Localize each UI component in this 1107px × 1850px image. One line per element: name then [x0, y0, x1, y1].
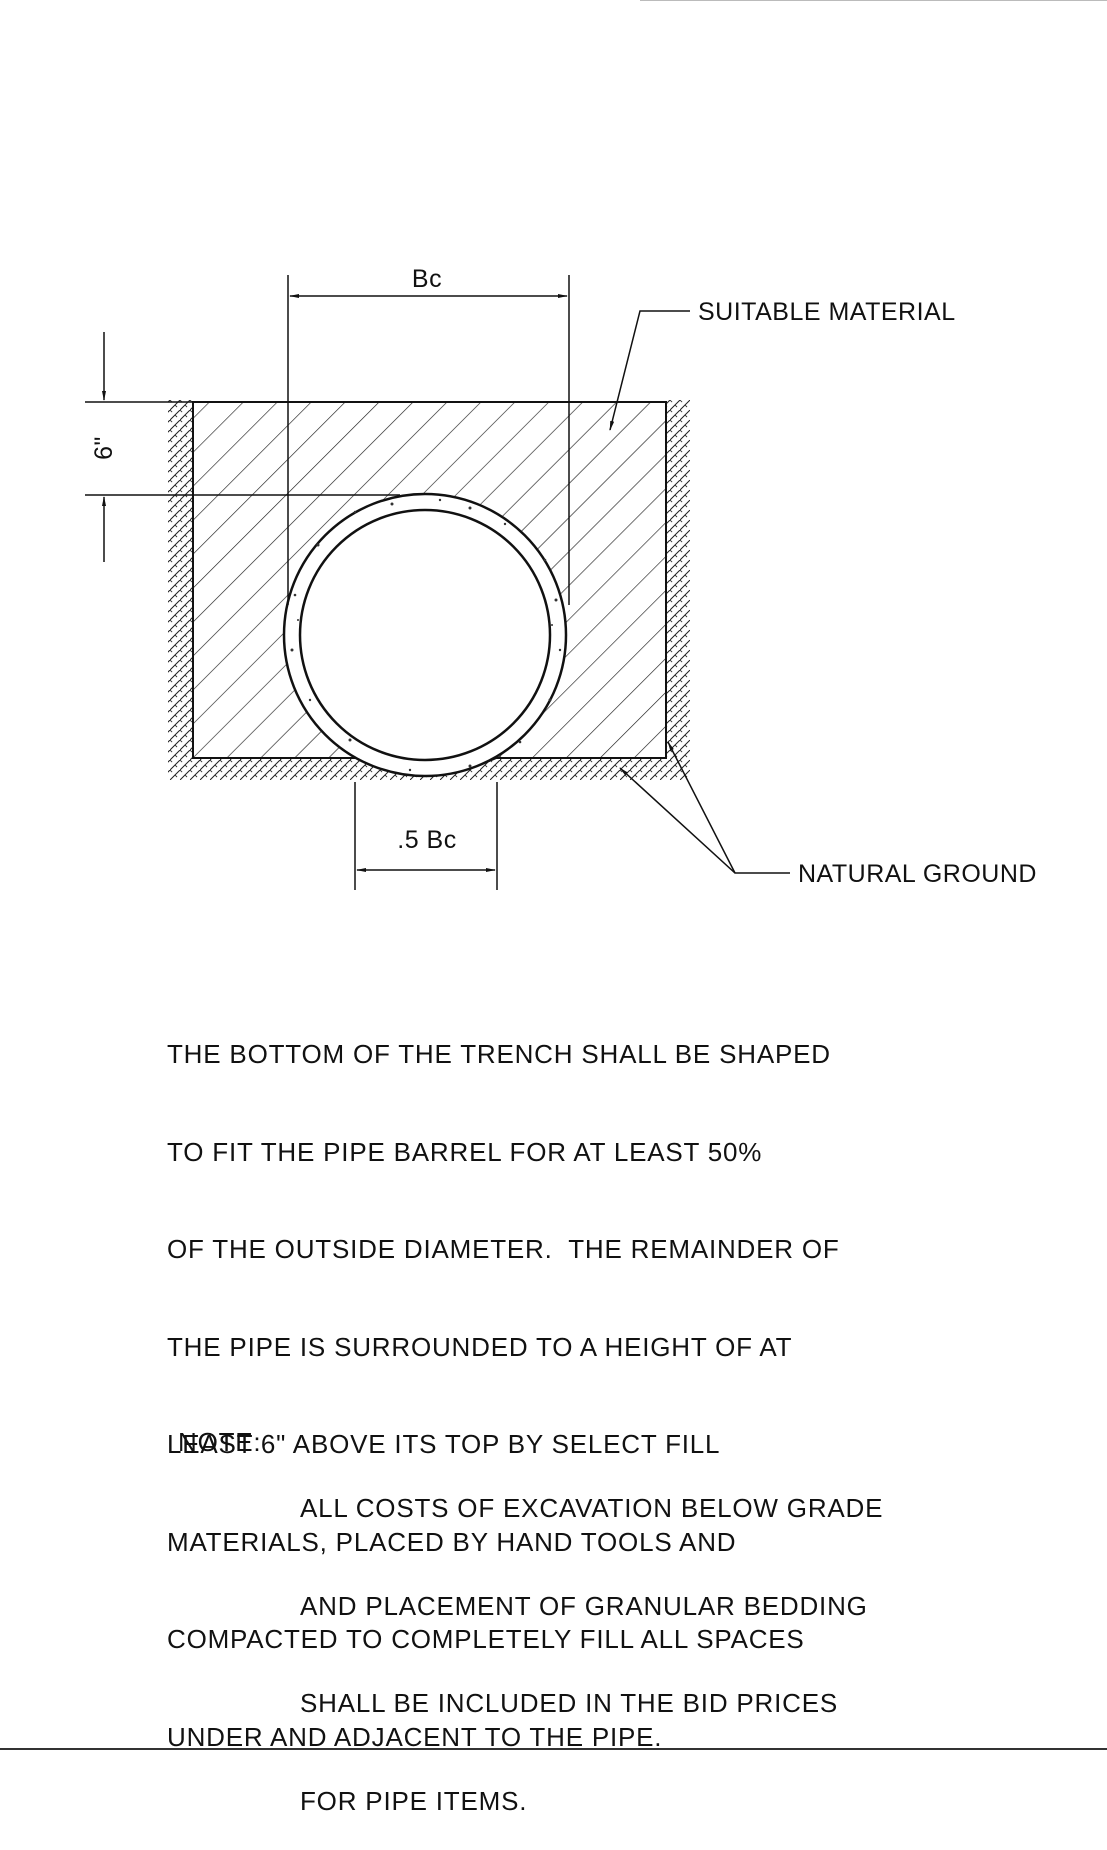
note-line: AND PLACEMENT OF GRANULAR BEDDING: [300, 1590, 868, 1621]
note-line: SHALL BE INCLUDED IN THE BID PRICES: [300, 1688, 839, 1718]
natural-ground-leader: [619, 767, 790, 874]
note-line: FOR PIPE ITEMS.: [300, 1785, 528, 1816]
description-line: THE PIPE IS SURROUNDED TO A HEIGHT OF AT: [167, 1331, 793, 1362]
bottom-border-line: [0, 1748, 1107, 1750]
description-line: MATERIALS, PLACED BY HAND TOOLS AND: [167, 1526, 737, 1557]
description-line: THE BOTTOM OF THE TRENCH SHALL BE SHAPED: [167, 1039, 831, 1069]
description-line: OF THE OUTSIDE DIAMETER. THE REMAINDER O…: [167, 1234, 840, 1264]
pipe-bedding-diagram: Bc 6" .5 Bc SUITABLE MATERIAL NATURAL GR…: [85, 265, 1037, 890]
description-paragraph: THE BOTTOM OF THE TRENCH SHALL BE SHAPED…: [167, 973, 840, 1786]
suitable-material-leader: [609, 310, 690, 431]
six-inch-label: 6": [90, 436, 118, 460]
half-bc-label: .5 Bc: [397, 826, 456, 854]
description-line: COMPACTED TO COMPLETELY FILL ALL SPACES: [167, 1624, 805, 1654]
suitable-material-label: SUITABLE MATERIAL: [698, 298, 956, 326]
top-border-line: [640, 0, 1107, 1]
natural-ground-leader-2: [667, 741, 736, 874]
note-paragraph: ALL COSTS OF EXCAVATION BELOW GRADE AND …: [300, 1427, 883, 1850]
note-label: NOTE:: [178, 1427, 262, 1457]
natural-ground-label: NATURAL GROUND: [798, 860, 1037, 888]
pipe: [282, 492, 568, 778]
description-line: UNDER AND ADJACENT TO THE PIPE.: [167, 1721, 663, 1752]
description-line: TO FIT THE PIPE BARREL FOR AT LEAST 50%: [167, 1136, 763, 1167]
note-line: ALL COSTS OF EXCAVATION BELOW GRADE: [300, 1493, 884, 1523]
description-line: LEAST 6" ABOVE ITS TOP BY SELECT FILL: [167, 1429, 721, 1459]
bc-label: Bc: [412, 265, 442, 293]
